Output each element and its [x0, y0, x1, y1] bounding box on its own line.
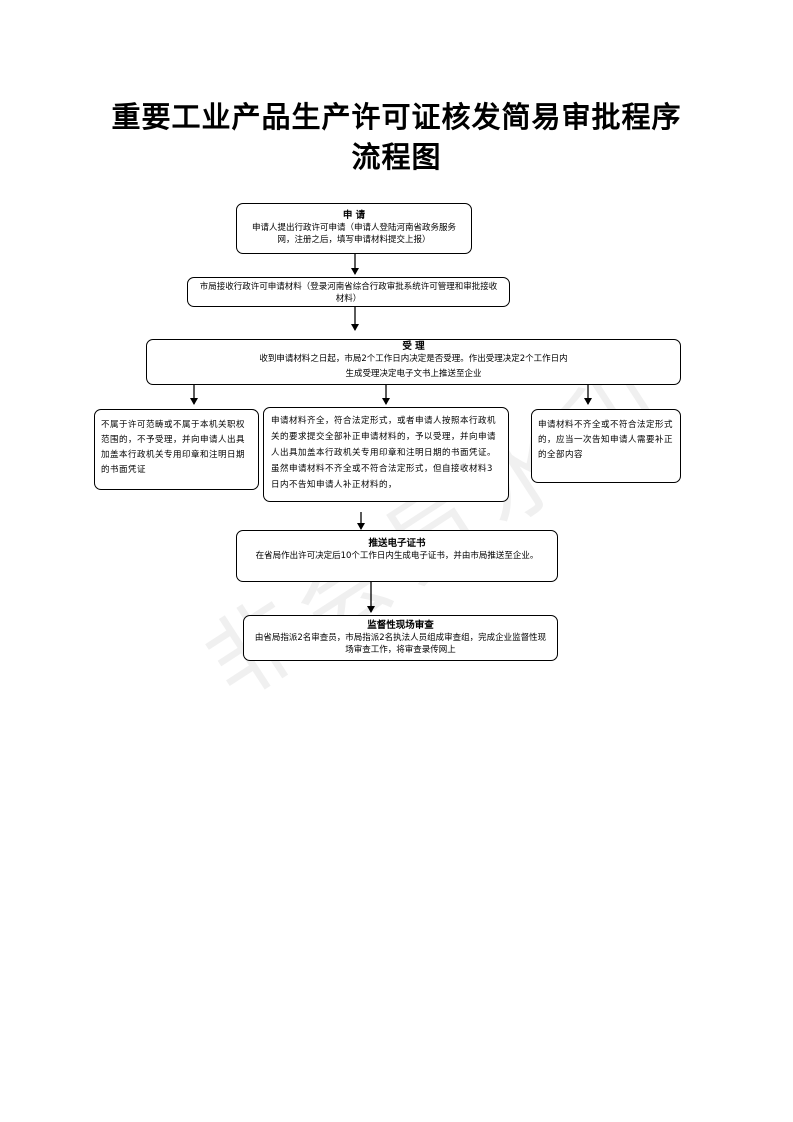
branch-incomplete-text: 申请材料不齐全或不符合法定形式的，应当一次告知申请人需要补正的全部内容 [538, 420, 674, 460]
step-receive: 市局接收行政许可申请材料（登录河南省综合行政审批系统许可管理和审批接收材料） [187, 277, 510, 307]
step-inspection-text: 由省局指派2名审查员，市局指派2名执法人员组成审查组，完成企业监督性现场审查工作… [254, 633, 547, 655]
branch-incomplete: 申请材料不齐全或不符合法定形式的，应当一次告知申请人需要补正的全部内容 [531, 409, 681, 483]
branch-reject-text: 不属于许可范畴或不属于本机关职权范围的，不予受理，并向申请人出具加盖本行政机关专… [101, 420, 246, 475]
step-certificate-heading: 推送电子证书 [368, 538, 426, 549]
branch-reject: 不属于许可范畴或不属于本机关职权范围的，不予受理，并向申请人出具加盖本行政机关专… [94, 409, 259, 490]
step-apply-heading: 申 请 [342, 210, 366, 221]
step-accept-line1: 收到申请材料之日起，市局2个工作日内决定是否受理。作出受理决定2个工作日内 [259, 354, 568, 364]
step-inspection-heading: 监督性现场审查 [367, 620, 434, 631]
page-title-line2: 流程图 [351, 140, 442, 174]
step-accept-line2: 生成受理决定电子文书上推送至企业 [345, 369, 482, 379]
step-certificate-text: 在省局作出许可决定后10个工作日内生成电子证书，并由市局推送至企业。 [255, 551, 539, 561]
branch-complete-text: 申请材料齐全，符合法定形式，或者申请人按照本行政机关的要求提交全部补正申请材料的… [271, 416, 497, 490]
step-certificate: 推送电子证书 在省局作出许可决定后10个工作日内生成电子证书，并由市局推送至企业… [236, 530, 558, 582]
step-accept: 受 理 收到申请材料之日起，市局2个工作日内决定是否受理。作出受理决定2个工作日… [146, 339, 681, 385]
step-receive-text: 市局接收行政许可申请材料（登录河南省综合行政审批系统许可管理和审批接收材料） [199, 282, 498, 304]
step-inspection: 监督性现场审查 由省局指派2名审查员，市局指派2名执法人员组成审查组，完成企业监… [243, 615, 558, 661]
step-apply-text: 申请人提出行政许可申请（申请人登陆河南省政务服务网，注册之后，填写申请材料提交上… [251, 223, 456, 245]
page-title: 重要工业产品生产许可证核发简易审批程序 [111, 100, 682, 134]
step-accept-heading: 受 理 [402, 341, 425, 352]
branch-complete: 申请材料齐全，符合法定形式，或者申请人按照本行政机关的要求提交全部补正申请材料的… [263, 407, 509, 502]
step-apply: 申 请 申请人提出行政许可申请（申请人登陆河南省政务服务网，注册之后，填写申请材… [236, 203, 472, 254]
